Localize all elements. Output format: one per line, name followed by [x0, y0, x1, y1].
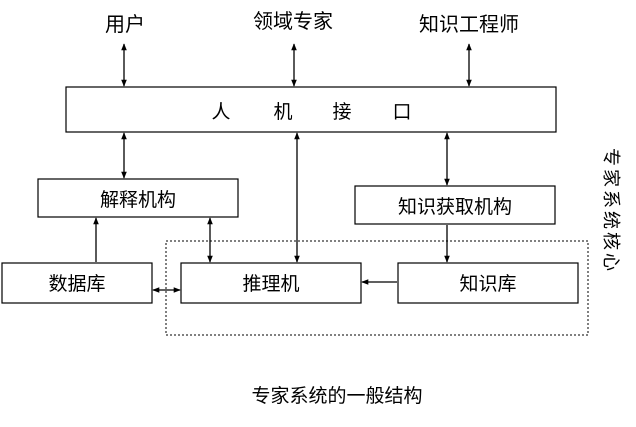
- interface-char-4: 口: [392, 101, 411, 123]
- core-char-1: 专: [600, 148, 621, 166]
- core-char-3: 系: [600, 190, 621, 208]
- diagram-caption: 专家系统的一般结构: [251, 385, 422, 407]
- core-char-5: 核: [600, 232, 621, 250]
- acquisition-box: [354, 185, 556, 225]
- database-label: 数据库: [48, 273, 105, 295]
- core-char-2: 家: [600, 169, 621, 187]
- actor-user: 用户: [105, 12, 145, 36]
- actor-knowledge-engineer: 知识工程师: [419, 12, 519, 36]
- explanation-label: 解释机构: [100, 189, 176, 211]
- actor-domain-expert: 领域专家: [253, 9, 333, 33]
- core-char-4: 统: [600, 211, 621, 229]
- knowledge-base-label: 知识库: [459, 273, 516, 295]
- inference-box: [180, 262, 362, 304]
- acquisition-label: 知识获取机构: [398, 196, 512, 218]
- knowledge-base-box: [397, 262, 579, 304]
- explanation-box: [37, 178, 239, 218]
- interface-char-1: 人: [211, 101, 230, 123]
- inference-label: 推理机: [242, 273, 299, 295]
- core-char-6: 心: [600, 253, 621, 271]
- database-box: [1, 262, 153, 304]
- interface-char-3: 接: [332, 101, 351, 123]
- core-label: 专 家 系 统 核 心: [600, 148, 621, 271]
- interface-box: [65, 86, 557, 133]
- interface-char-2: 机: [273, 101, 292, 123]
